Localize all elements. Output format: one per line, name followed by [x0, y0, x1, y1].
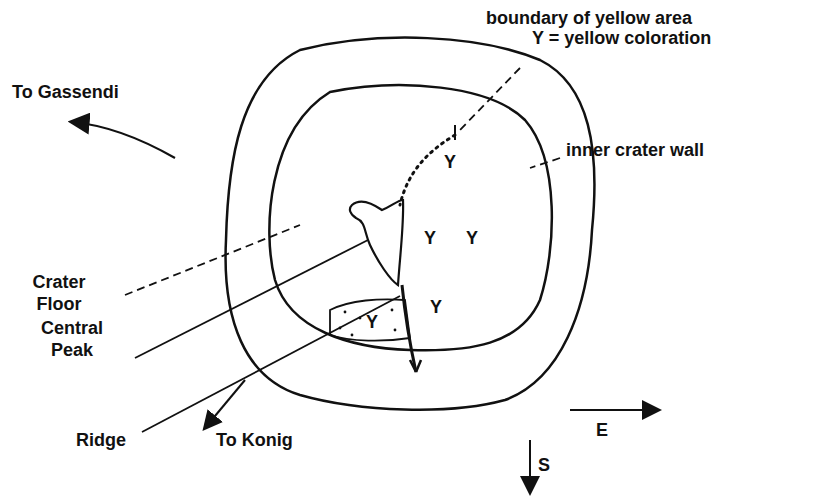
color-mark: Y	[366, 312, 378, 334]
color-mark: Y	[424, 228, 436, 250]
part-label: Ridge	[76, 430, 126, 452]
arrow-south	[529, 440, 531, 492]
arrow-gassendi	[72, 122, 175, 158]
color-mark: Y	[444, 152, 456, 174]
color-mark: Y	[430, 297, 442, 319]
part-label: inner crater wall	[566, 140, 704, 162]
central-peak	[350, 200, 403, 285]
note-text: Y = yellow coloration	[532, 28, 711, 50]
direction-label: To Gassendi	[12, 82, 119, 104]
leader-wall	[530, 158, 560, 168]
note-text: boundary of yellow area	[486, 8, 692, 30]
direction-label: To Konig	[216, 430, 293, 452]
color-mark: Y	[466, 228, 478, 250]
arrow-konig	[205, 380, 245, 428]
leader-boundary	[458, 68, 520, 132]
leader-peak	[135, 240, 368, 358]
part-label: Crater Floor	[14, 272, 104, 315]
inner-wall	[269, 85, 551, 350]
leader-ridge	[142, 296, 400, 432]
compass-label: E	[596, 420, 608, 442]
arrow-east	[570, 409, 658, 411]
part-label: Central Peak	[22, 318, 122, 361]
yellow-patch	[330, 299, 410, 340]
compass-label: S	[538, 455, 550, 477]
leader-floor	[125, 225, 300, 295]
outer-rim	[226, 38, 595, 410]
